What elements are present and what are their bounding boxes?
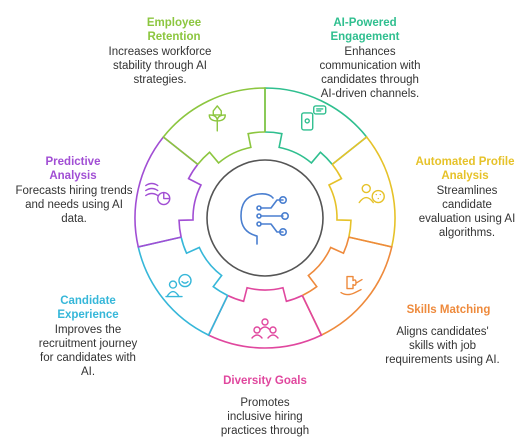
forecast-icon	[145, 182, 171, 206]
segment-icons	[145, 105, 385, 339]
desc-automated-profile: Streamlines candidate evaluation using A…	[418, 185, 516, 239]
segment-inner-edge	[327, 163, 352, 238]
label-automated-profile: Automated Profile Analysis Streamlines c…	[405, 155, 525, 240]
title-employee-retention: Employee Retention	[146, 17, 202, 43]
segment-outline	[301, 236, 393, 337]
title-predictive-analysis: Predictive Analysis	[45, 156, 101, 182]
segment-inner-edge	[264, 131, 333, 165]
segment-outline	[162, 87, 266, 166]
segment-predictive-analysis	[134, 135, 203, 248]
segment-skills-matching	[301, 236, 393, 337]
segment-automated-profile	[327, 135, 396, 248]
segment-ai-engagement	[264, 87, 368, 166]
candidate-smile-icon	[165, 273, 192, 298]
label-employee-retention: Employee Retention Increases workforce s…	[100, 16, 220, 87]
label-predictive-analysis: Predictive Analysis Forecasts hiring tre…	[8, 155, 140, 226]
segment-inner-edge	[180, 236, 229, 297]
ai-head-icon	[240, 193, 289, 245]
segment-outline	[207, 295, 323, 349]
segment-inner-edge	[227, 286, 303, 303]
segment-ring	[134, 87, 396, 349]
segment-outline	[134, 135, 199, 248]
puzzle-hand-icon	[340, 275, 363, 296]
desc-skills-matching: Aligns candidates' skills with job requi…	[385, 326, 500, 366]
group-icon	[251, 318, 279, 339]
desc-predictive-analysis: Forecasts hiring trends and needs using …	[15, 185, 133, 225]
desc-employee-retention: Increases workforce stability through AI…	[108, 46, 212, 86]
segment-diversity-goals	[207, 286, 323, 349]
chat-phone-icon	[301, 105, 327, 131]
title-automated-profile: Automated Profile Analysis	[415, 156, 515, 182]
segment-inner-edge	[301, 236, 350, 297]
title-ai-engagement: AI-Powered Engagement	[330, 17, 400, 43]
center-circle	[206, 159, 324, 277]
segment-employee-retention	[162, 87, 266, 166]
segment-inner-edge	[197, 131, 266, 165]
label-ai-engagement: AI-Powered Engagement Enhances communica…	[300, 16, 430, 101]
title-diversity-goals: Diversity Goals	[223, 375, 307, 387]
profile-analysis-icon	[358, 183, 385, 204]
desc-diversity-goals: Promotes inclusive hiring practices thro…	[220, 397, 310, 437]
segment-outline	[137, 236, 229, 337]
desc-ai-engagement: Enhances communication with candidates t…	[319, 46, 421, 100]
desc-candidate-experience: Improves the recruitment journey for can…	[38, 324, 138, 378]
title-skills-matching: Skills Matching	[406, 304, 491, 316]
label-skills-matching: Skills Matching Aligns candidates' skill…	[385, 303, 500, 367]
segment-outline	[331, 135, 396, 248]
house-tree-icon	[208, 105, 226, 132]
segment-inner-edge	[178, 163, 203, 238]
center-hub	[206, 159, 324, 277]
title-candidate-experience: Candidate Experience	[57, 295, 119, 321]
label-diversity-goals: Diversity Goals Promotes inclusive hirin…	[205, 374, 325, 438]
segment-candidate-experience	[137, 236, 229, 337]
segment-outline	[264, 87, 368, 166]
label-candidate-experience: Candidate Experience Improves the recrui…	[28, 294, 148, 379]
